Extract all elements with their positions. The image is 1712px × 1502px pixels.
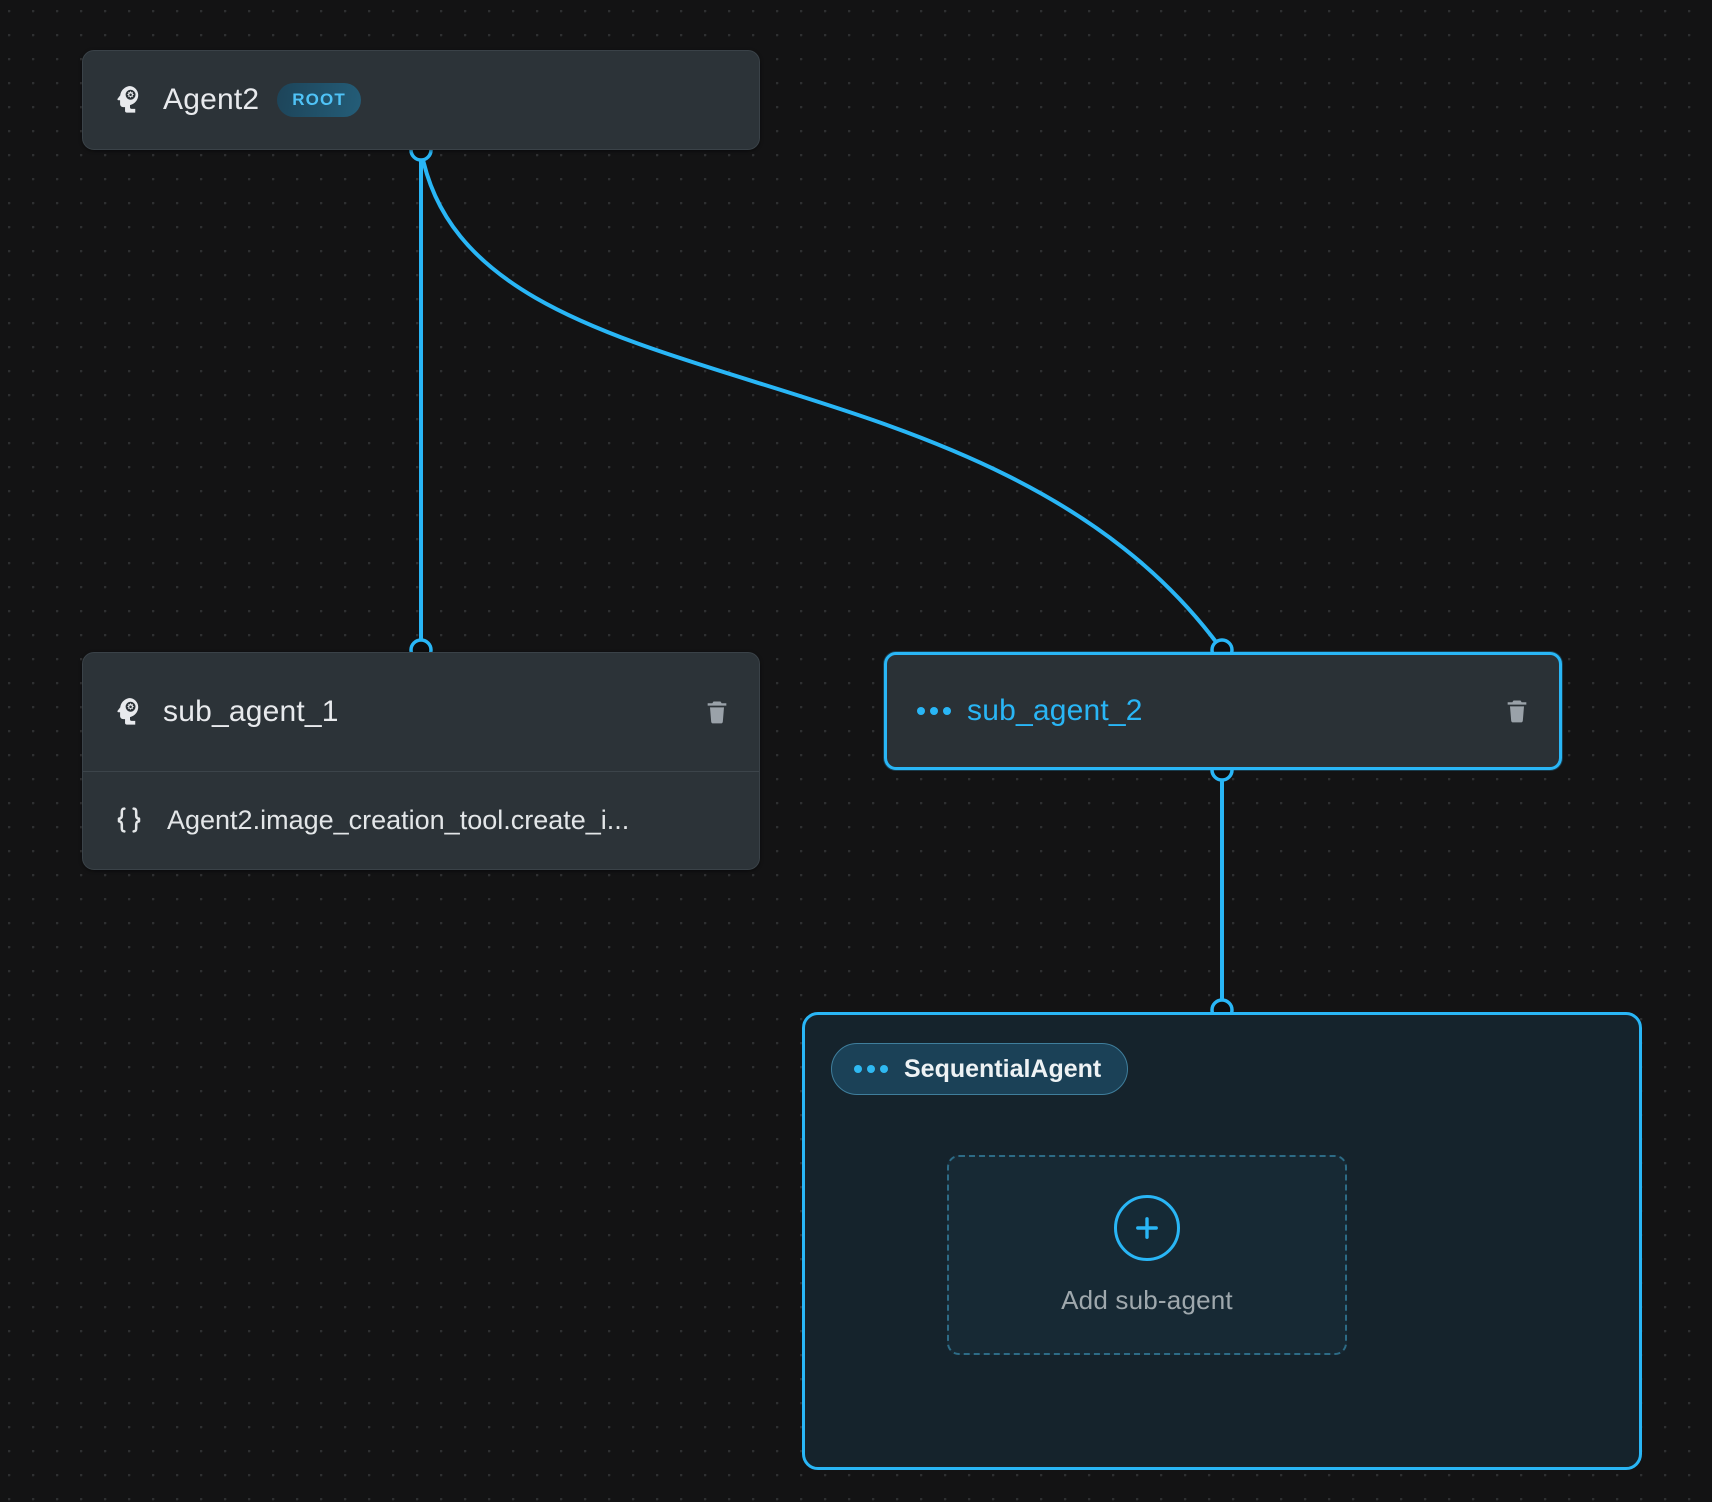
sequential-agent-pill[interactable]: SequentialAgent: [831, 1043, 1129, 1095]
tool-row-image-creation[interactable]: Agent2.image_creation_tool.create_i...: [83, 772, 759, 868]
delete-sub-agent-1-button[interactable]: [697, 692, 737, 732]
add-sub-agent-label: Add sub-agent: [1061, 1284, 1233, 1315]
add-sub-agent-dropzone[interactable]: Add sub-agent: [947, 1155, 1347, 1355]
node-sequential-agent-group[interactable]: SequentialAgent Add sub-agent: [802, 1012, 1642, 1470]
add-sub-agent-button[interactable]: [1114, 1194, 1180, 1261]
node-agent2-header: Agent2 ROOT: [83, 51, 759, 149]
plus-icon: [1130, 1211, 1164, 1245]
delete-sub-agent-2-button[interactable]: [1497, 691, 1537, 731]
node-divider: [83, 771, 759, 772]
sequential-agent-label: SequentialAgent: [904, 1054, 1102, 1083]
brain-head-gear-icon: [113, 695, 147, 729]
node-sub-agent-2-title: sub_agent_2: [967, 694, 1143, 727]
node-sub-agent-1-title: sub_agent_1: [163, 695, 339, 728]
node-sub-agent-1[interactable]: sub_agent_1 Agent2.image_creation_tool: [82, 652, 760, 870]
node-agent2-root[interactable]: Agent2 ROOT: [82, 50, 760, 150]
trash-icon: [1503, 697, 1531, 725]
root-badge: ROOT: [277, 83, 361, 117]
node-sub-agent-2-header: sub_agent_2: [887, 655, 1559, 767]
node-sub-agent-2[interactable]: sub_agent_2: [884, 652, 1562, 770]
edge-root-to-sub-agent-2: [419, 149, 1224, 652]
node-agent2-title: Agent2: [163, 83, 260, 116]
brain-head-gear-icon: [113, 83, 147, 117]
trash-icon: [703, 698, 731, 726]
node-sub-agent-1-header: sub_agent_1: [83, 653, 759, 771]
tool-label: Agent2.image_creation_tool.create_i...: [167, 804, 630, 835]
curly-braces-icon: [113, 804, 145, 836]
three-dots-icon: [917, 707, 951, 715]
three-dots-icon: [854, 1065, 888, 1073]
